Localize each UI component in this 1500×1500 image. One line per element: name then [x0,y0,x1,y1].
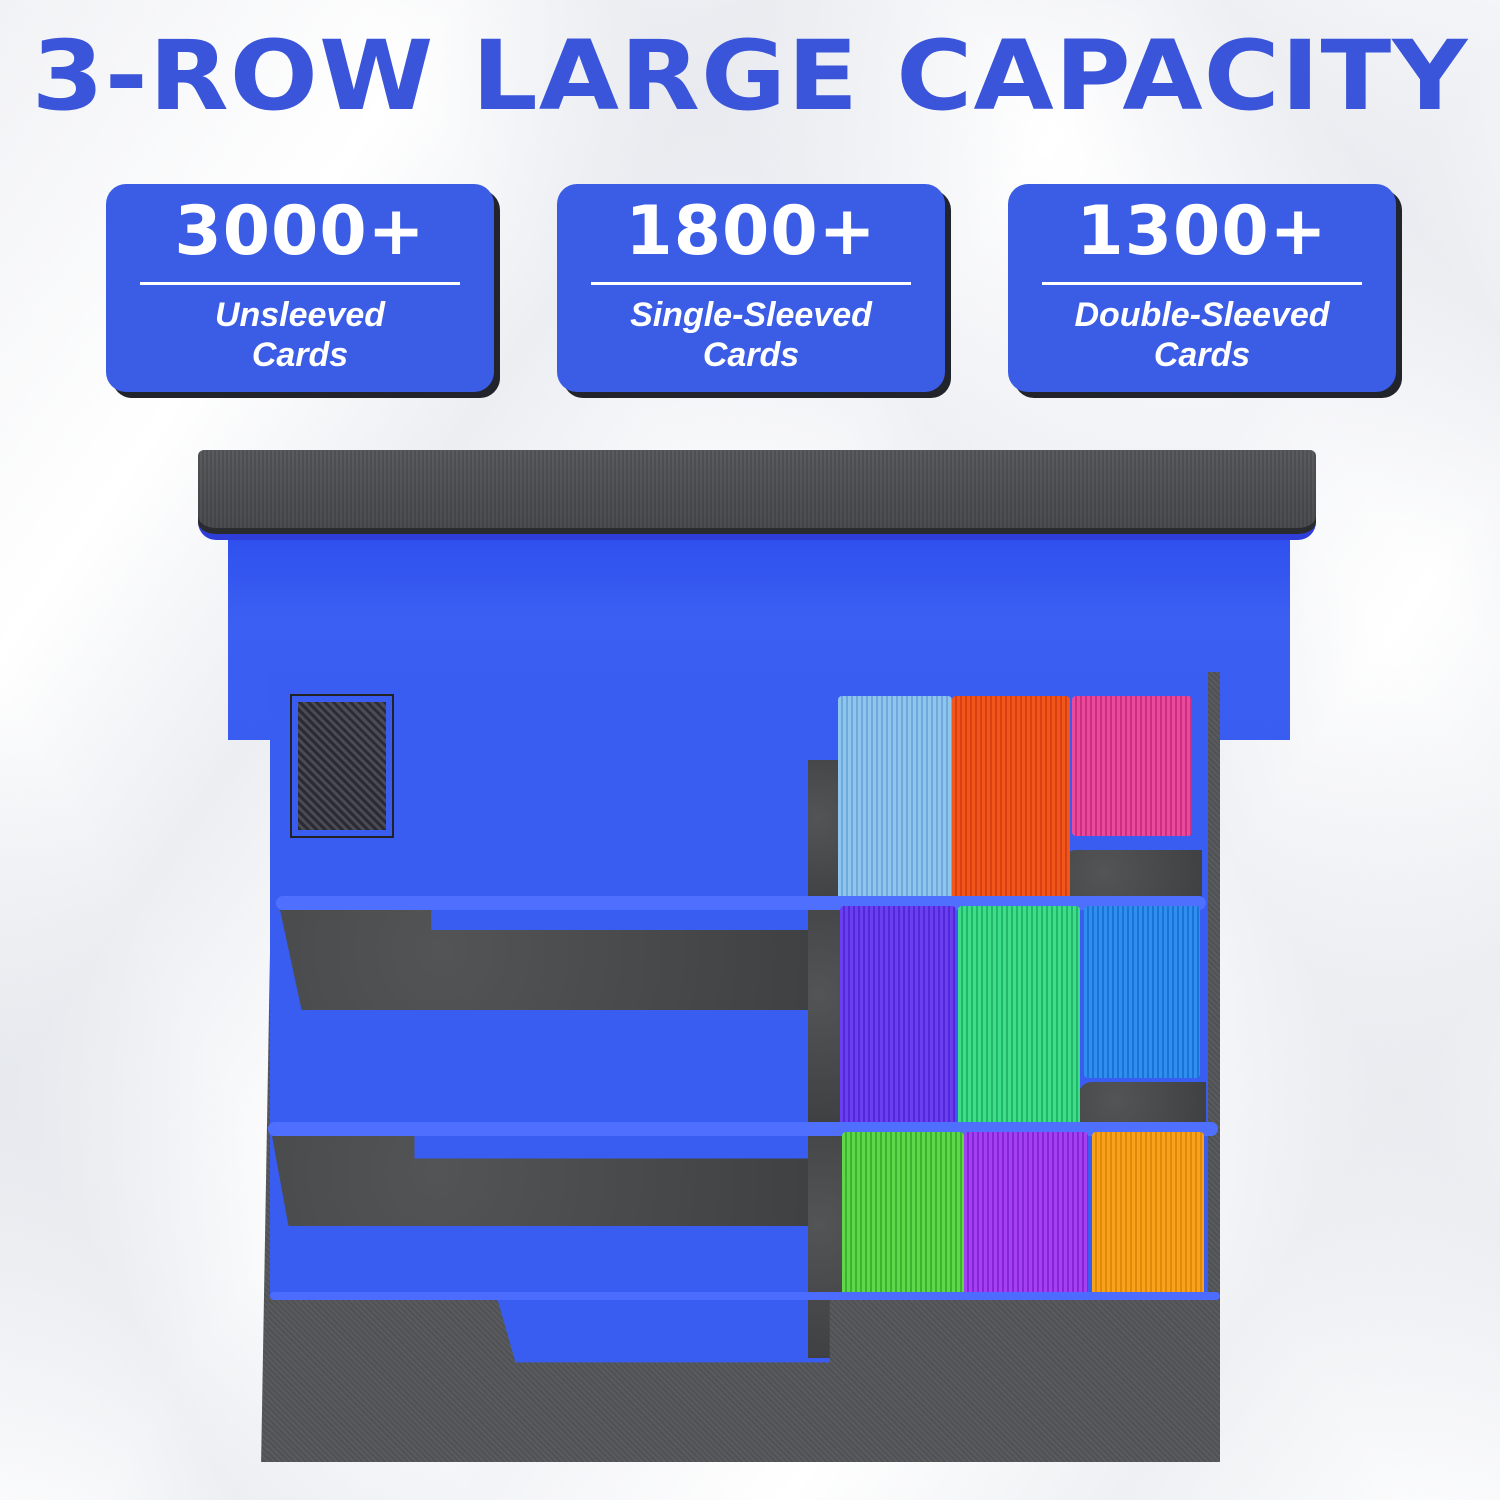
badge-count: 3000+ [174,192,426,271]
badge-label-line1: Single-Sleeved [630,296,872,334]
card-deck-orange-red [952,696,1070,906]
headline: 3-ROW LARGE CAPACITY [31,20,1469,132]
card-deck-pink [1072,696,1192,836]
card-deck-amber [1092,1132,1204,1296]
card-deck-violet [840,906,956,1126]
foam-block-row2 [1078,1082,1206,1126]
badge-count: 1800+ [625,192,877,271]
badge-label-line1: Double-Sleeved [1074,296,1330,334]
card-deck-light-blue [838,696,952,906]
card-stack-icon [290,694,394,838]
card-deck-mint-green [958,906,1080,1126]
capacity-badge-unsleeved: 3000+ Unsleeved Cards [106,184,494,392]
front-wall-trim [270,1292,1220,1300]
capacity-badge-double-sleeved: 1300+ Double-Sleeved Cards [1008,184,1396,392]
badge-label-line2: Cards [702,336,800,374]
badge-divider [591,282,911,285]
badge-divider [1042,282,1362,285]
badge-divider [140,282,460,285]
foam-spacer-row2 [808,910,842,1122]
badge-label-line2: Cards [251,336,349,374]
box-lid [198,450,1316,540]
badge-label-line2: Cards [1153,336,1251,374]
card-deck-sky-blue [1084,906,1200,1078]
capacity-badge-single-sleeved: 1800+ Single-Sleeved Cards [557,184,945,392]
badge-count: 1300+ [1076,192,1328,271]
foam-spacer-row1 [808,760,840,906]
badge-label-line1: Unsleeved [214,296,386,334]
